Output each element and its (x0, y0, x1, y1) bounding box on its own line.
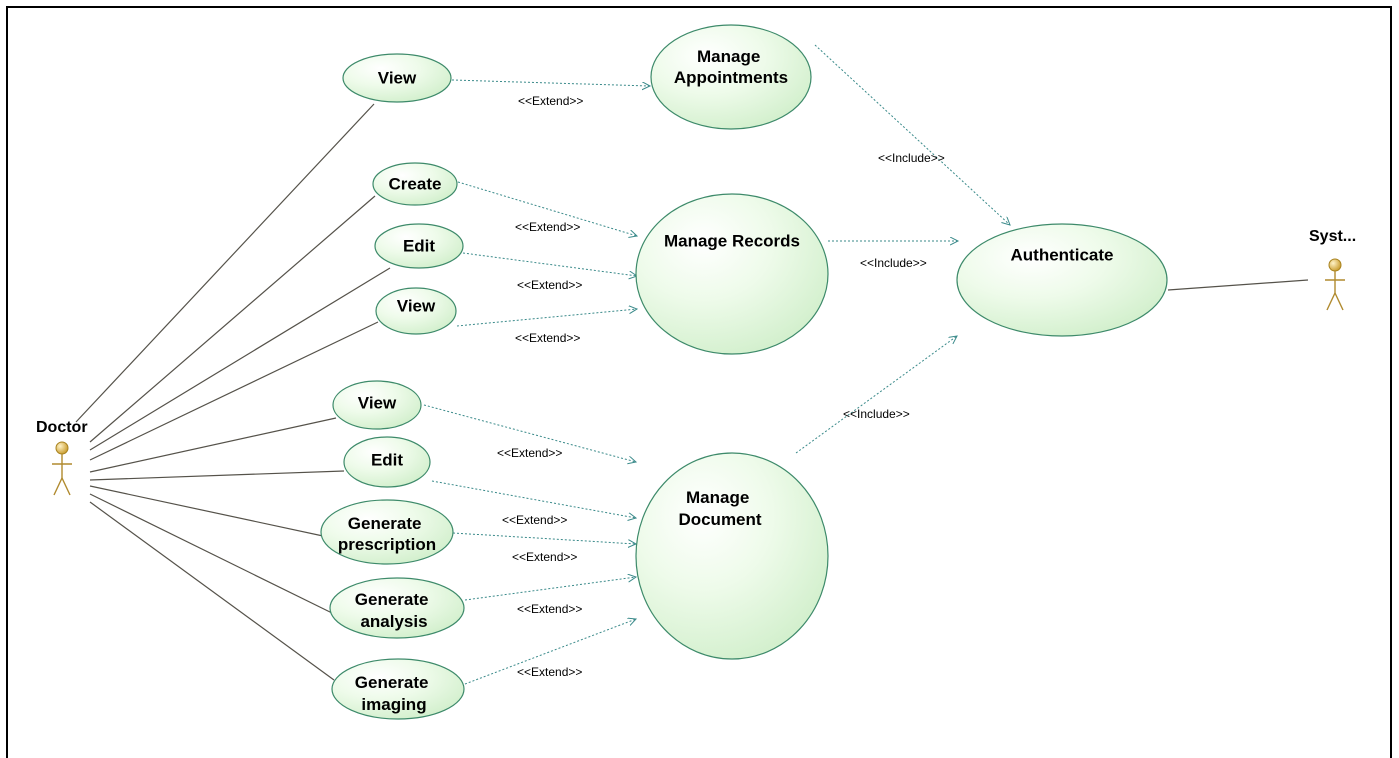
actor-system[interactable]: Syst... (1309, 228, 1356, 311)
extend-analysis-manage-document (464, 577, 636, 601)
use-case-view-appointments[interactable]: View (342, 53, 452, 103)
use-case-edit-document[interactable]: Edit (343, 436, 431, 488)
use-case-manage-records[interactable]: Manage Records (635, 193, 829, 355)
stick-figure-icon (1325, 258, 1345, 311)
extend-label: <<Extend>> (497, 446, 562, 460)
use-case-label-line2: analysis (360, 612, 427, 631)
use-case-label: Edit (403, 237, 435, 256)
assoc-doctor-generate-prescription (89, 485, 324, 537)
use-case-view-document[interactable]: View (332, 380, 422, 430)
extend-label: <<Extend>> (515, 220, 580, 234)
use-case-label-line2: Document (678, 510, 761, 529)
actor-label: Syst... (1309, 228, 1356, 245)
extend-imaging-manage-document (464, 619, 636, 685)
extend-label: <<Extend>> (517, 602, 582, 616)
use-case-label-line1: Generate (355, 673, 429, 692)
extend-label: <<Extend>> (517, 278, 582, 292)
include-label: <<Include>> (878, 151, 945, 165)
use-case-label-line1: Manage (686, 488, 749, 507)
svg-text:Generate imaging: Generate imaging (355, 673, 433, 714)
extend-label: <<Extend>> (512, 550, 577, 564)
svg-text:Manage Document: Manage Document (678, 488, 761, 529)
use-case-label-line2: imaging (361, 695, 426, 714)
use-case-label: View (397, 297, 436, 316)
include-document-authenticate (795, 336, 957, 454)
use-case-view-records[interactable]: View (375, 287, 457, 335)
use-case-create[interactable]: Create (372, 162, 458, 206)
use-case-label-line2: prescription (338, 535, 436, 554)
use-case-generate-prescription[interactable]: Generate prescription (320, 499, 454, 565)
svg-text:Generate prescription: Generate prescription (338, 514, 436, 554)
extend-create-manage-records (457, 181, 637, 236)
use-case-label: Edit (371, 451, 403, 470)
extend-view-manage-appointments (451, 79, 650, 86)
stick-figure-icon (52, 441, 72, 496)
assoc-doctor-view-appointments (75, 103, 375, 423)
extend-label: <<Extend>> (515, 331, 580, 345)
use-case-generate-imaging[interactable]: Generate imaging (331, 658, 465, 720)
assoc-authenticate-system (1167, 279, 1309, 291)
dependencies (423, 44, 1010, 685)
extend-label: <<Extend>> (517, 665, 582, 679)
extend-view-manage-document (423, 404, 636, 462)
extend-view-manage-records (456, 309, 637, 327)
assoc-doctor-view-records (89, 321, 379, 461)
use-case-label: Authenticate (1011, 246, 1114, 265)
use-case-manage-document[interactable]: Manage Document (635, 452, 829, 660)
include-appointments-authenticate (814, 44, 1010, 225)
use-case-label-line2: Appointments (674, 68, 788, 87)
assoc-doctor-edit-records (89, 267, 391, 451)
extend-label: <<Extend>> (518, 94, 583, 108)
extend-edit-manage-document (431, 480, 636, 518)
include-label: <<Include>> (843, 407, 910, 421)
stereotype-labels: <<Extend>> <<Include>> <<Extend>> <<Incl… (497, 94, 945, 679)
use-case-label-line1: Generate (348, 514, 422, 533)
assoc-doctor-generate-imaging (89, 501, 335, 681)
use-case-edit-records[interactable]: Edit (374, 223, 464, 269)
assoc-doctor-view-document (89, 417, 337, 473)
extend-edit-manage-records (462, 252, 637, 276)
use-case-generate-analysis[interactable]: Generate analysis (329, 577, 465, 639)
use-case-authenticate[interactable]: Authenticate (956, 223, 1168, 337)
extend-label: <<Extend>> (502, 513, 567, 527)
svg-text:Generate analysis: Generate analysis (355, 590, 433, 631)
doctor-associations (75, 103, 1309, 681)
use-case-label: Create (389, 175, 442, 194)
use-case-manage-appointments[interactable]: Manage Appointments (650, 24, 812, 130)
svg-text:Manage Appointments: Manage Appointments (674, 47, 788, 87)
use-case-label-line1: Generate (355, 590, 429, 609)
actor-doctor[interactable]: Doctor (36, 419, 88, 496)
use-case-label: View (358, 394, 397, 413)
use-case-label: Manage Records (664, 232, 800, 251)
assoc-doctor-generate-analysis (89, 493, 333, 614)
extend-prescription-manage-document (452, 532, 636, 544)
assoc-doctor-create (89, 195, 376, 443)
include-label: <<Include>> (860, 256, 927, 270)
use-case-label: View (378, 69, 417, 88)
use-case-label-line1: Manage (697, 47, 760, 66)
diagram-frame (6, 6, 1392, 758)
actor-label: Doctor (36, 419, 88, 436)
assoc-doctor-edit-document (89, 470, 345, 481)
